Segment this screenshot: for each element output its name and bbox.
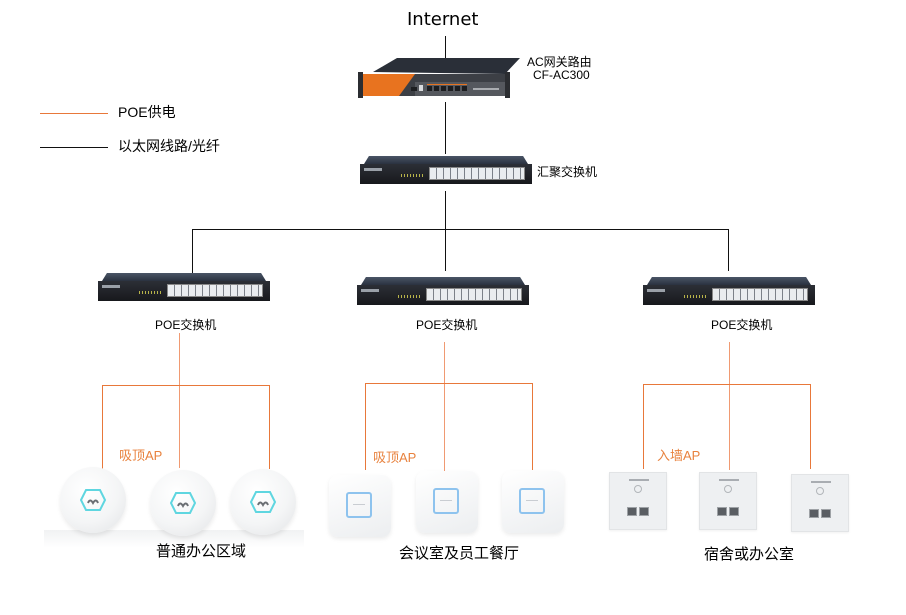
poe-switch-1[interactable] [98, 273, 270, 301]
poe-link-ap3-3 [810, 384, 811, 469]
ethernet-port-icon [809, 509, 819, 518]
poe-link-ap2-3 [532, 383, 533, 470]
poe-link-ap3-1 [643, 384, 644, 469]
internet-label: Internet [407, 9, 479, 30]
poe-bus-zone3 [643, 384, 811, 385]
zone3-area-label: 宿舍或办公室 [704, 546, 795, 563]
ethernet-port-icon [627, 507, 637, 516]
wifi-indicator-icon [634, 485, 642, 493]
ac-gateway-router[interactable] [355, 52, 520, 102]
legend-ethernet-label: 以太网线路/光纤 [118, 138, 220, 154]
poe-link-ap2-1 [365, 383, 366, 470]
poe-switch-1-label: POE交换机 [155, 318, 217, 332]
ethernet-port-icon [729, 507, 739, 516]
link-internet-router [445, 36, 446, 64]
hexagon-logo-icon [170, 492, 196, 514]
led-ring-icon [519, 488, 545, 514]
poe-link-switch1-down [179, 333, 180, 468]
ethernet-port-icon [639, 507, 649, 516]
poe-link-switch3-down [729, 342, 730, 470]
ethernet-port-icon [717, 507, 727, 516]
poe-switch-2[interactable] [357, 277, 529, 305]
aggregation-switch[interactable] [360, 156, 532, 184]
legend-poe-label: POE供电 [118, 104, 176, 120]
router-model: CF-AC300 [533, 68, 590, 82]
poe-bus-zone1 [102, 385, 270, 386]
legend-poe-line [40, 113, 108, 114]
led-ring-icon [346, 492, 372, 518]
link-router-aggregation [445, 102, 446, 154]
wifi-indicator-icon [724, 485, 732, 493]
in-wall-ap-2[interactable] [699, 472, 757, 530]
poe-switch-3[interactable] [643, 277, 815, 305]
zone2-ap-type: 吸顶AP [373, 450, 417, 465]
ceiling-ap-square-3[interactable] [502, 471, 564, 533]
link-to-poe-switch-1 [192, 229, 193, 273]
link-distribution-bus [192, 229, 729, 230]
hexagon-logo-icon [250, 491, 276, 513]
in-wall-ap-1[interactable] [609, 472, 667, 530]
ceiling-ap-square-1[interactable] [329, 475, 391, 537]
zone2-area-label: 会议室及员工餐厅 [399, 545, 520, 562]
aggregation-switch-label: 汇聚交换机 [537, 165, 598, 179]
poe-switch-3-label: POE交换机 [711, 318, 773, 332]
zone1-ap-type: 吸顶AP [119, 448, 163, 463]
poe-link-ap1-1 [102, 385, 103, 469]
ceiling-ap-round-1[interactable] [60, 467, 126, 533]
ceiling-ap-round-3[interactable] [230, 469, 296, 535]
ethernet-port-icon [821, 509, 831, 518]
zone3-ap-type: 入墙AP [657, 448, 701, 463]
zone1-area-label: 普通办公区域 [156, 543, 247, 560]
in-wall-ap-3[interactable] [791, 474, 849, 532]
wifi-indicator-icon [816, 487, 824, 495]
legend-ethernet-line [40, 147, 108, 148]
poe-bus-zone2 [365, 383, 533, 384]
hexagon-logo-icon [80, 489, 106, 511]
link-to-poe-switch-3 [728, 229, 729, 271]
poe-link-ap1-3 [269, 385, 270, 469]
ceiling-ap-round-2[interactable] [150, 470, 216, 536]
ceiling-ap-square-2[interactable] [416, 471, 478, 533]
router-icon [358, 58, 520, 98]
poe-switch-2-label: POE交换机 [416, 318, 478, 332]
router-name: AC网关路由 [527, 55, 592, 69]
led-ring-icon [433, 488, 459, 514]
link-aggregation-down [445, 191, 446, 271]
poe-link-switch2-down [444, 342, 445, 472]
